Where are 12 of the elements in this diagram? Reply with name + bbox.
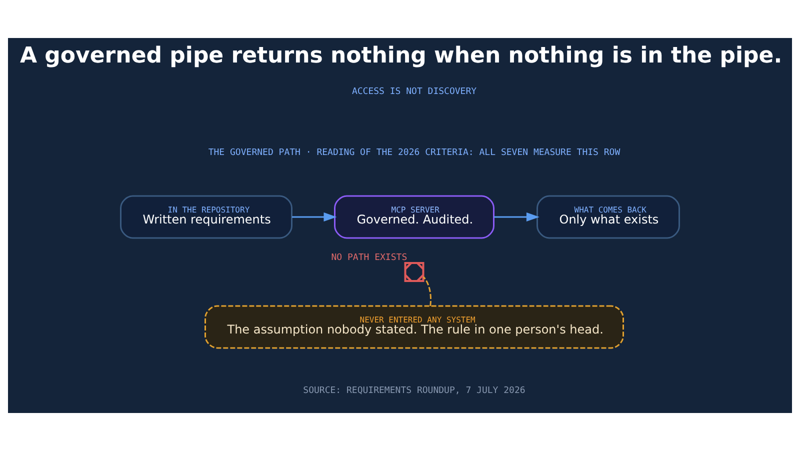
- node-box: NEVER ENTERED ANY SYSTEM The assumption nobody stated. The rule in one person's head.: [204, 304, 624, 348]
- node-box: WHAT COMES BACK Only what exists: [536, 194, 680, 238]
- node-box: IN THE REPOSITORY Written requirements: [120, 194, 292, 238]
- label: SOURCE: REQUIREMENTS ROUNDUP, 7 JULY 2026: [303, 386, 526, 396]
- label: ACCESS IS NOT DISCOVERY: [352, 86, 477, 97]
- diagram-title: A governed pipe returns nothing when nothing is in the pipe.: [20, 43, 782, 68]
- node-label: NO PATH EXISTS: [331, 252, 408, 263]
- connector: [422, 276, 432, 306]
- label: THE GOVERNED PATH · READING OF THE 2026 CRITERIA: ALL SEVEN MEASURE THIS ROW: [208, 148, 620, 158]
- arrow: [292, 212, 337, 222]
- node-box: MCP SERVER Governed. Audited.: [334, 194, 494, 238]
- arrow: [494, 212, 540, 222]
